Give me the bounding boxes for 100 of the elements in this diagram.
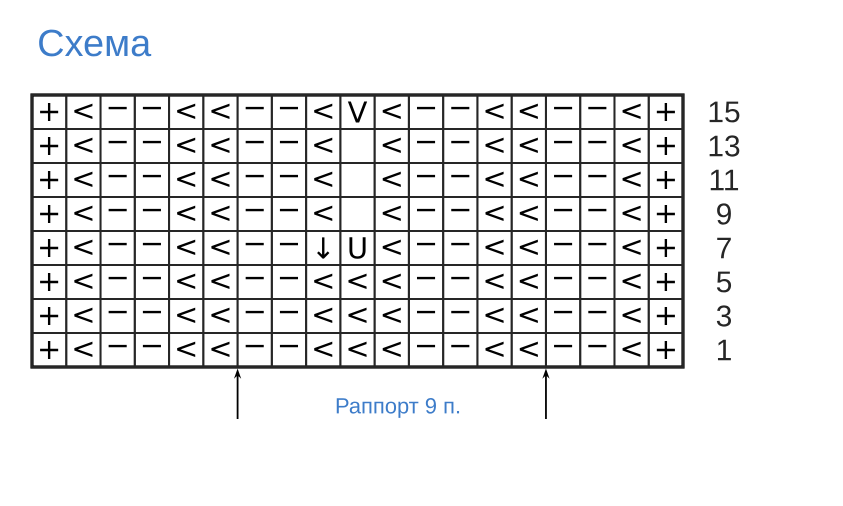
chart-cell: −	[134, 264, 170, 300]
chart-cell: +	[648, 128, 684, 164]
chart-cell: <	[202, 332, 239, 368]
chart-cell: U	[339, 230, 376, 266]
chart-cell: −	[236, 298, 273, 334]
chart-cell: <	[374, 264, 410, 300]
chart-cell: −	[100, 230, 136, 266]
chart-cell: −	[100, 264, 136, 300]
chart-cell: −	[134, 196, 170, 232]
chart-cell: <	[305, 264, 342, 300]
chart-cell: <	[305, 94, 342, 130]
chart-cell: <	[510, 128, 547, 164]
chart-cell: −	[270, 128, 308, 164]
chart-cell: −	[236, 128, 273, 164]
row-number: 1	[718, 340, 731, 360]
chart-cell: +	[648, 264, 684, 300]
chart-cell: +	[31, 162, 68, 198]
row-number: 5	[716, 272, 732, 292]
row-number: 7	[717, 238, 731, 258]
chart-cell: −	[442, 162, 478, 198]
chart-cell: <	[613, 162, 650, 198]
chart-cell: <	[613, 196, 650, 232]
chart-cell: <	[202, 162, 239, 198]
chart-cell: <	[510, 298, 547, 334]
chart-cell: <	[168, 128, 204, 164]
chart-cell: <	[339, 264, 376, 300]
chart-cell: <	[374, 128, 410, 164]
chart-cell: <	[305, 162, 342, 198]
chart-cell: −	[544, 298, 582, 334]
chart-cell: −	[408, 94, 444, 130]
chart-cell: −	[100, 332, 136, 368]
chart-cell: <	[476, 230, 513, 266]
chart-cell: −	[134, 298, 170, 334]
chart-cell: −	[544, 128, 582, 164]
chart-cell: <	[202, 94, 239, 130]
chart-cell: <	[305, 128, 342, 164]
chart-cell: <	[374, 196, 410, 232]
chart-cell: <	[374, 332, 410, 368]
chart-cell: <	[476, 264, 513, 300]
chart-cell: −	[408, 162, 444, 198]
chart-cell: −	[408, 298, 444, 334]
chart-cell: <	[202, 196, 239, 232]
chart-cell: −	[579, 162, 616, 198]
chart-cell: −	[579, 332, 616, 368]
chart-title: Схема	[39, 30, 152, 56]
chart-cell: ↓	[305, 230, 342, 266]
chart-cell: −	[236, 196, 273, 232]
chart-cell: <	[202, 230, 239, 266]
chart-cell: <	[510, 94, 547, 130]
chart-cell: −	[408, 196, 444, 232]
chart-cell: −	[134, 94, 170, 130]
chart-cell: −	[442, 196, 478, 232]
chart-cell: −	[442, 94, 478, 130]
chart-cell: <	[202, 298, 239, 334]
chart-cell: <	[476, 298, 513, 334]
chart-cell: +	[31, 332, 68, 368]
chart-cell: −	[270, 94, 308, 130]
chart-cell: +	[31, 230, 68, 266]
chart-cell: <	[374, 162, 410, 198]
row-number: 15	[710, 102, 740, 122]
chart-cell: <	[374, 298, 410, 334]
chart-cell: <	[65, 264, 102, 300]
chart-cell: +	[31, 94, 68, 130]
chart-cell: −	[270, 230, 308, 266]
chart-cell: <	[613, 264, 650, 300]
chart-cell: <	[510, 230, 547, 266]
chart-cell: <	[510, 162, 547, 198]
chart-cell: <	[476, 162, 513, 198]
chart-cell: <	[510, 196, 547, 232]
chart-cell: <	[65, 162, 102, 198]
chart-cell: +	[31, 196, 68, 232]
row-number: 13	[710, 135, 740, 157]
chart-cell: −	[442, 128, 478, 164]
chart-cell: +	[648, 162, 684, 198]
chart-cell: −	[544, 332, 582, 368]
chart-cell: −	[134, 128, 170, 164]
chart-cell: <	[168, 298, 204, 334]
chart-cell: <	[65, 298, 102, 334]
chart-cell: <	[613, 298, 650, 334]
chart-cell: +	[648, 196, 684, 232]
chart-cell: <	[168, 196, 204, 232]
chart-cell: −	[544, 230, 582, 266]
chart-cell: −	[408, 332, 444, 368]
chart-cell: −	[100, 196, 136, 232]
chart-cell: <	[202, 128, 239, 164]
chart-cell: <	[613, 94, 650, 130]
chart-cell: <	[476, 332, 513, 368]
chart-cell: <	[374, 94, 410, 130]
chart-cell: −	[442, 298, 478, 334]
chart-cell: +	[31, 128, 68, 164]
chart-cell: −	[270, 332, 308, 368]
chart-cell: <	[65, 196, 102, 232]
chart-cell: −	[408, 128, 444, 164]
chart-cell: −	[442, 332, 478, 368]
chart-cell: <	[613, 128, 650, 164]
chart-cell: −	[270, 298, 308, 334]
chart-cell: <	[510, 264, 547, 300]
chart-cell: <	[202, 264, 239, 300]
repeat-label: Раппорт 9 п.	[336, 398, 460, 418]
chart-cell: −	[579, 264, 616, 300]
